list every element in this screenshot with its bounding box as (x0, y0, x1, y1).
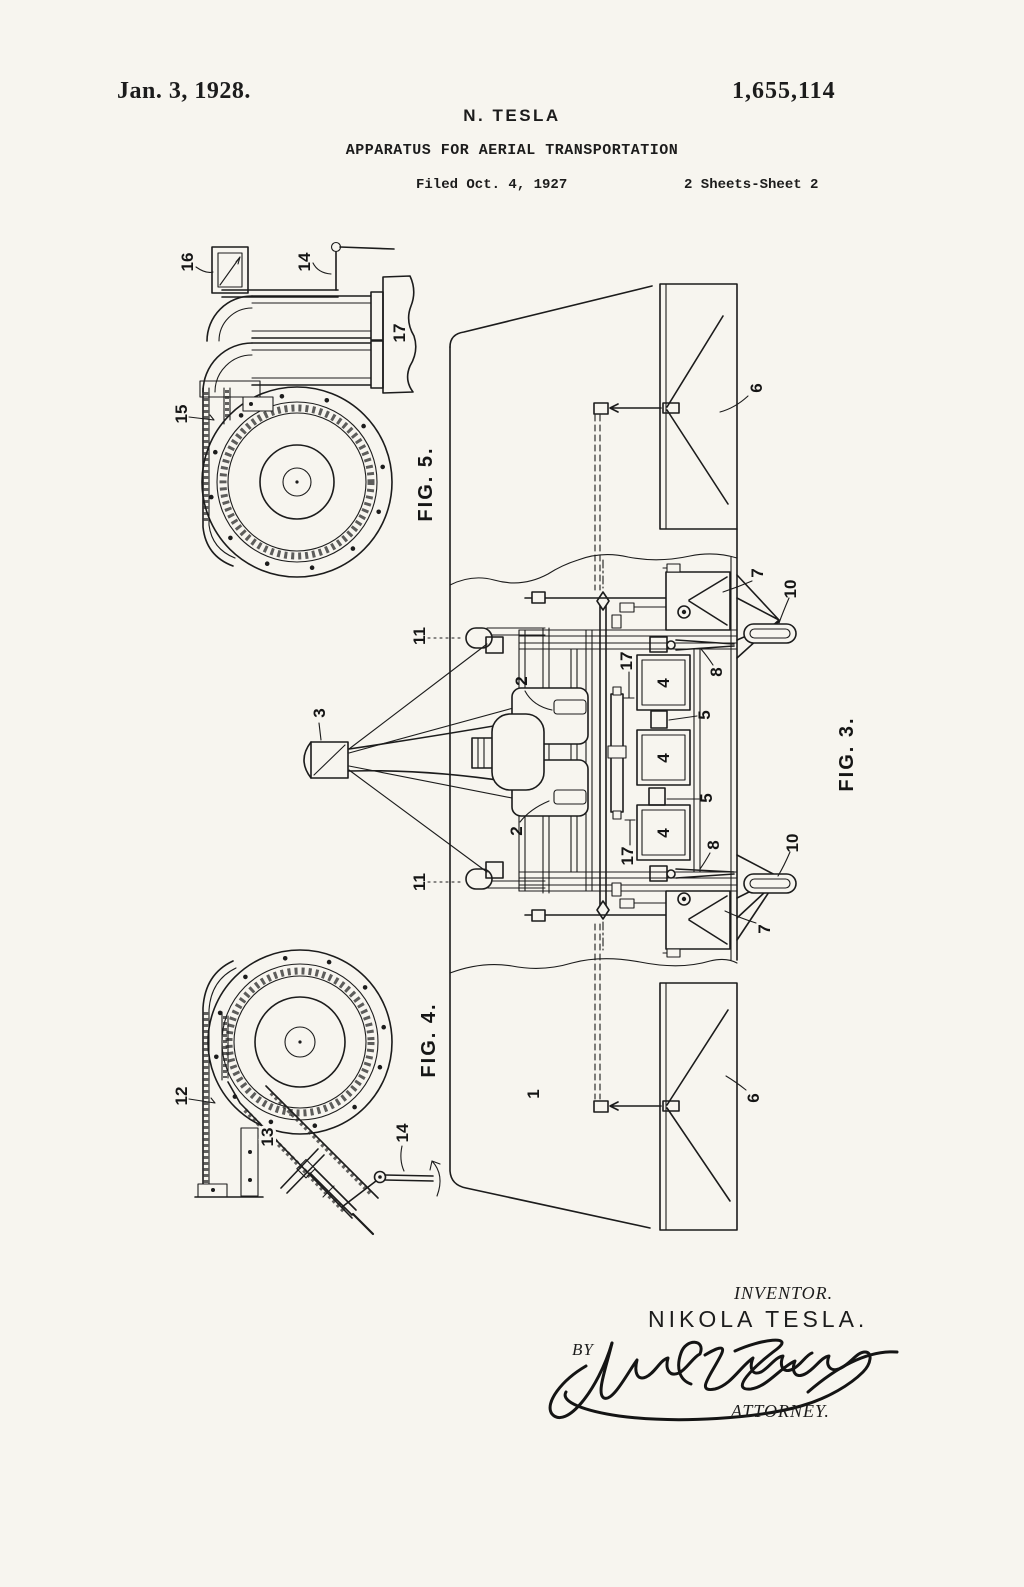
ref-label-15: 15 (172, 405, 191, 424)
figure-4-caption: FIG. 4. (418, 1002, 440, 1077)
ref-label-4a: 4 (654, 678, 673, 688)
ref-label-4b: 4 (654, 753, 673, 763)
ref-label-6b: 6 (744, 1093, 763, 1102)
ref-label-16: 16 (178, 253, 197, 272)
ref-label-11: 11 (410, 627, 429, 645)
figure-3-caption: FIG. 3. (836, 716, 858, 791)
figure-5-blower: 16 14 17 15 FIG. 5. (172, 243, 437, 578)
by-label: BY (572, 1340, 594, 1360)
ref-label-17: 17 (390, 324, 409, 343)
ref-label-5a: 5 (695, 710, 714, 719)
attorney-signature (550, 1340, 897, 1420)
ref-label-8t: 8 (707, 667, 726, 676)
ref-label-10t: 10 (781, 580, 800, 599)
ref-label-13: 13 (258, 1128, 277, 1147)
inventor-caption: INVENTOR. (734, 1283, 833, 1304)
figure-4-blower: 12 13 14 FIG. 4. (172, 950, 440, 1234)
ref-label-11b: 11 (410, 873, 429, 891)
ref-label-17t: 17 (617, 652, 636, 671)
ref-label-7t: 7 (748, 568, 767, 577)
ref-label-10b: 10 (783, 834, 802, 853)
ref-label-12: 12 (172, 1087, 191, 1106)
ref-label-14: 14 (393, 1123, 412, 1142)
ref-label-6t: 6 (747, 383, 766, 392)
ref-label-4c: 4 (654, 828, 673, 838)
attorney-caption: ATTORNEY. (731, 1401, 830, 1422)
ref-label-17b: 17 (618, 847, 637, 866)
figure-5-caption: FIG. 5. (415, 446, 437, 521)
ref-label-14: 14 (295, 252, 314, 271)
ref-label-5b: 5 (697, 793, 716, 802)
ref-label-2b: 2 (507, 826, 526, 835)
inventor-name: NIKOLA TESLA. (648, 1306, 868, 1333)
figure-3-aircraft: 11 11 3 2 2 (304, 284, 858, 1230)
ref-label-1: 1 (524, 1089, 543, 1098)
ref-label-7b: 7 (755, 924, 774, 933)
ref-label-8b: 8 (704, 840, 723, 849)
ref-label-3: 3 (310, 708, 329, 717)
ref-label-2: 2 (512, 676, 531, 685)
